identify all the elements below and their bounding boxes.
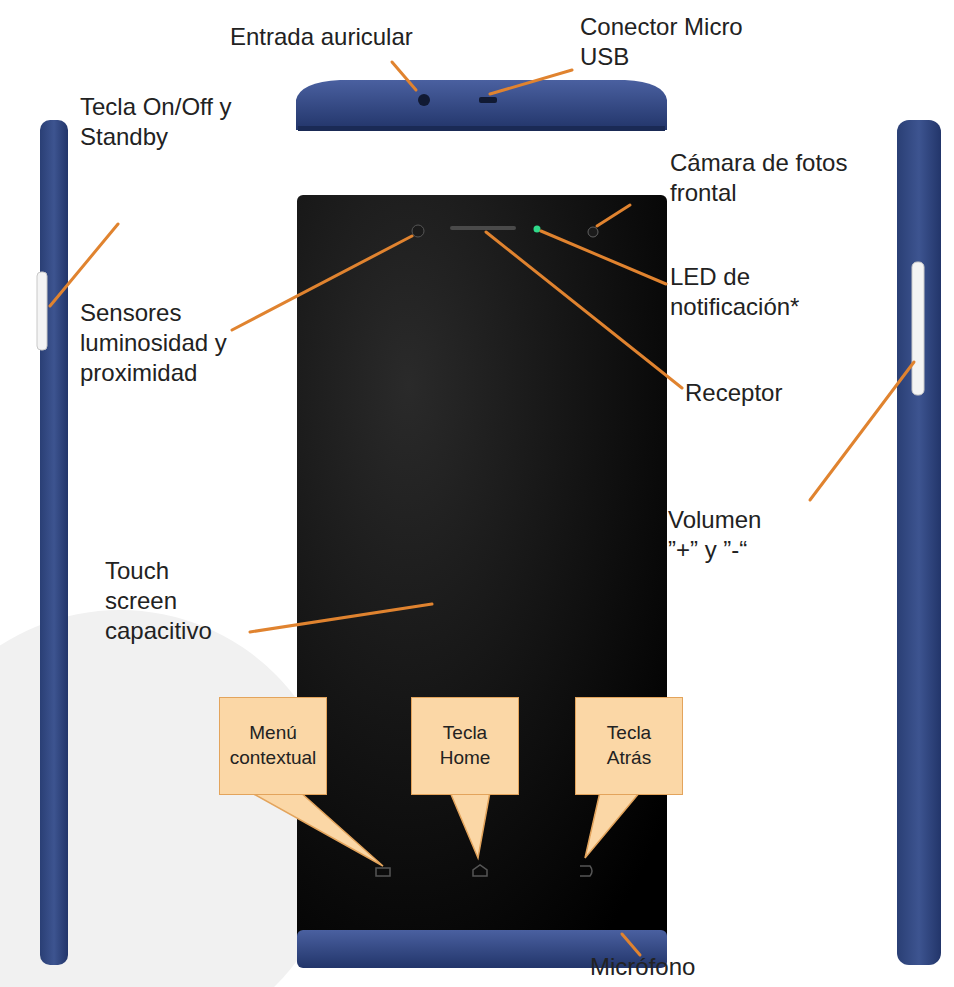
callout-box: Tecla Home <box>411 697 519 795</box>
callout-pointer <box>585 792 640 858</box>
home-key-icon <box>473 865 487 876</box>
front-camera <box>588 227 598 237</box>
back-key-icon <box>580 866 592 876</box>
callout-box: Tecla Atrás <box>575 697 683 795</box>
phone-left-side <box>40 120 68 965</box>
phone-right-side <box>897 120 941 965</box>
volume-button <box>912 262 924 395</box>
leader-lines <box>50 62 914 955</box>
part-label: Tecla On/Off y Standby <box>80 92 265 152</box>
callout-pointer <box>450 792 490 858</box>
notification-led <box>534 226 541 233</box>
part-label: Touch screen capacitivo <box>105 556 230 646</box>
callout-pointer <box>250 792 383 866</box>
callout-text: Tecla Atrás <box>585 721 673 770</box>
light-sensor <box>412 225 424 237</box>
phone-top-view <box>296 80 667 130</box>
menu-key-icon <box>376 868 390 876</box>
callout-text: Tecla Home <box>421 721 509 770</box>
part-label: Receptor <box>685 378 835 408</box>
part-label: Conector Micro USB <box>580 12 770 72</box>
top-edge <box>298 126 665 131</box>
part-label: Entrada auricular <box>230 22 450 52</box>
receiver-slot <box>450 226 516 230</box>
part-label: Cámara de fotos frontal <box>670 148 905 208</box>
part-label: Micrófono <box>590 952 750 982</box>
power-button <box>37 272 47 350</box>
callout-text: Menú contextual <box>229 721 317 770</box>
usb-port <box>479 97 497 103</box>
part-label: LED de notificación* <box>670 262 855 322</box>
headphone-jack <box>418 94 430 106</box>
part-label: Sensores luminosidad y proximidad <box>80 298 280 388</box>
callout-box: Menú contextual <box>219 697 327 795</box>
part-label: Volumen ”+” y ”-“ <box>668 505 790 565</box>
